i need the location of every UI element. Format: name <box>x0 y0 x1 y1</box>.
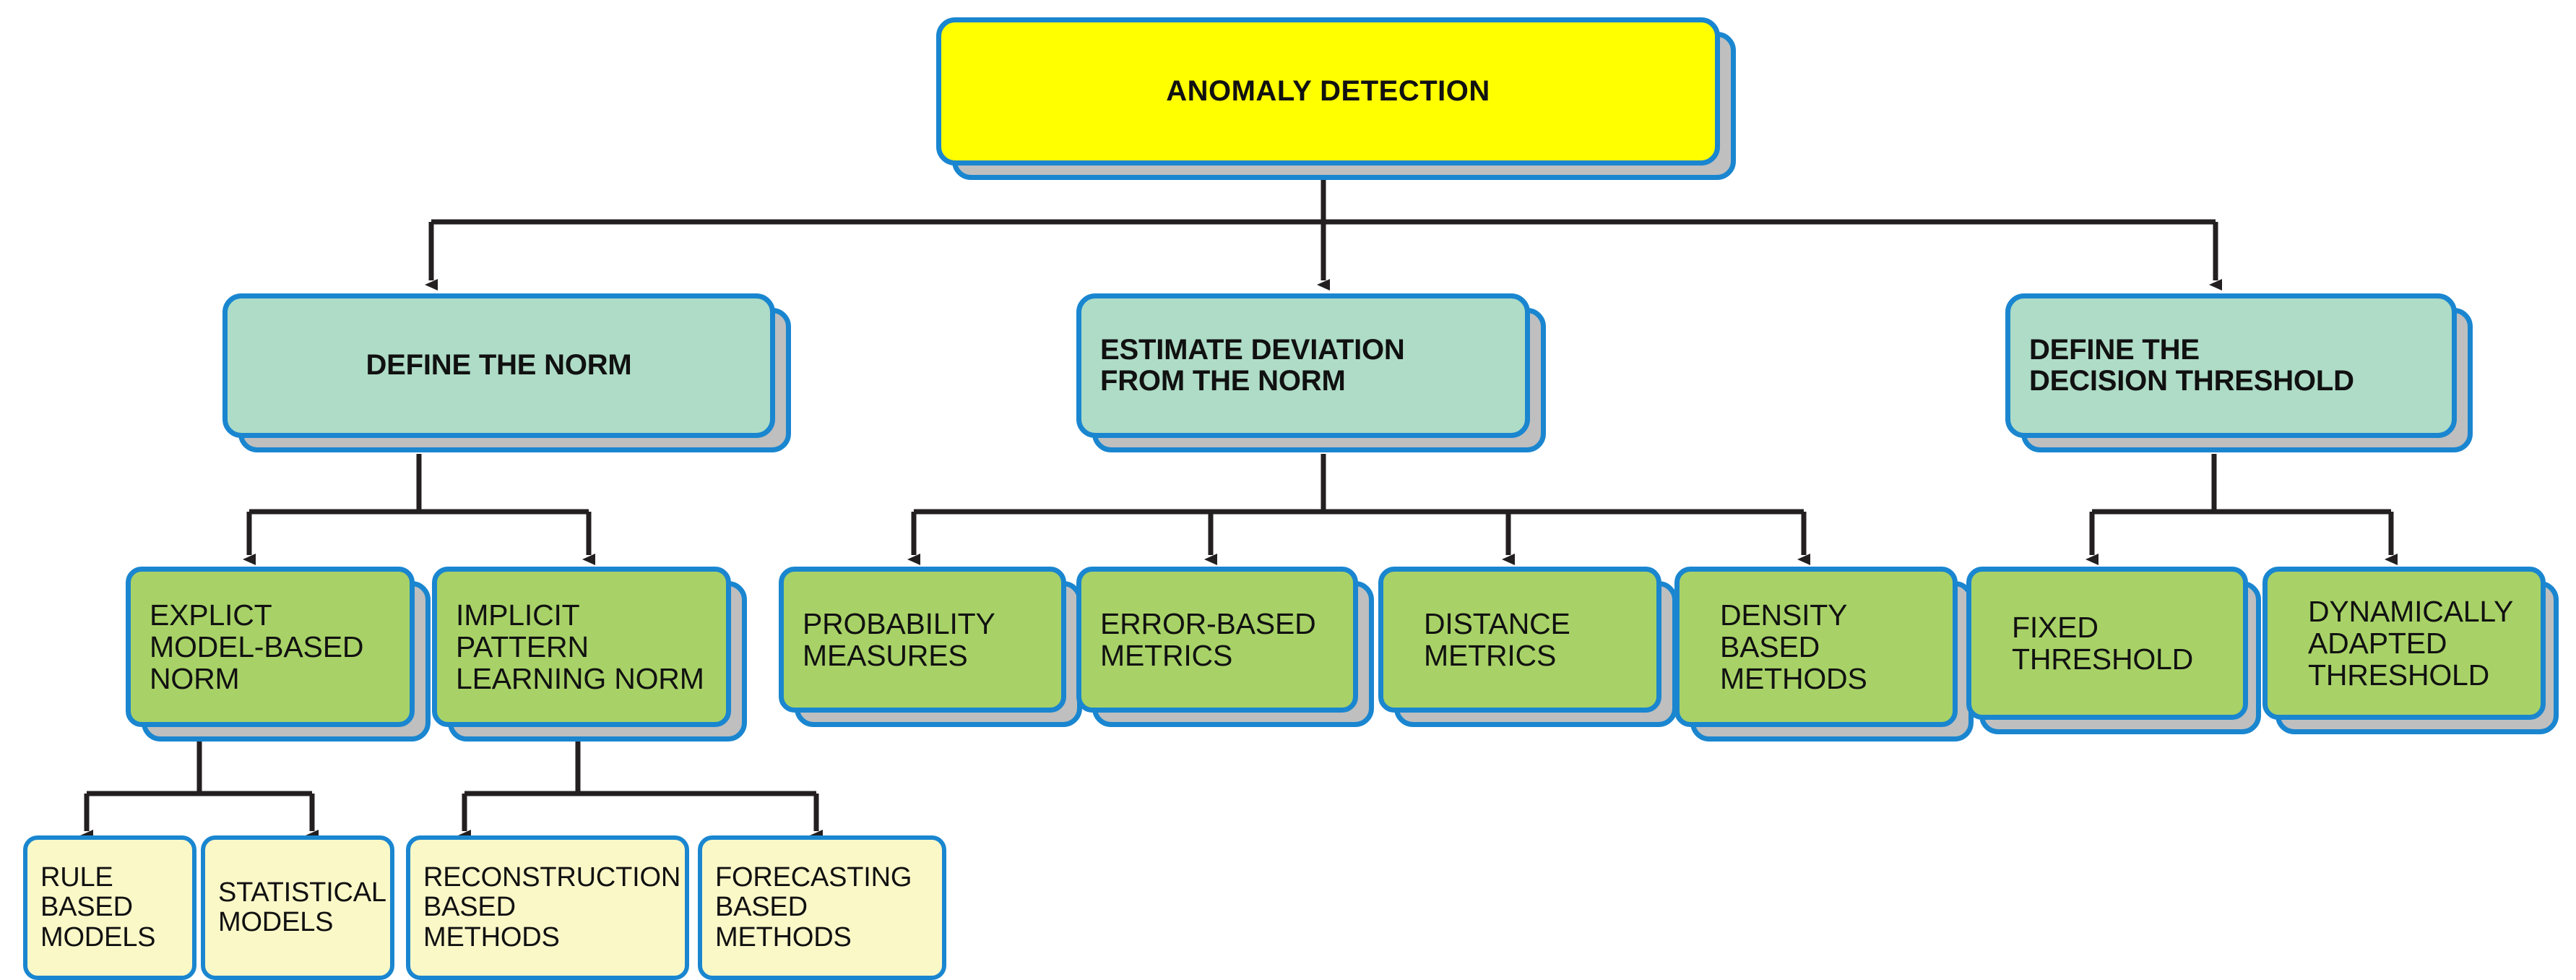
node-label: DISTANCE METRICS <box>1424 606 1570 672</box>
node-distance-metrics[interactable]: DISTANCE METRICS <box>1378 567 1661 713</box>
node-dynamically-adapted-threshold[interactable]: DYNAMICALLY ADAPTED THRESHOLD <box>2262 567 2546 720</box>
node-label: PROBABILITY MEASURES <box>803 606 995 672</box>
node-label: FIXED THRESHOLD <box>2012 610 2194 676</box>
node-label: ANOMALY DETECTION <box>1166 74 1490 107</box>
node-anomaly-detection[interactable]: ANOMALY DETECTION <box>936 17 1720 166</box>
node-estimate-deviation-from-the-norm[interactable]: ESTIMATE DEVIATION FROM THE NORM <box>1076 293 1530 438</box>
node-define-the-norm[interactable]: DEFINE THE NORM <box>222 293 775 438</box>
node-explicit-model-based-norm[interactable]: EXPLICT MODEL-BASED NORM <box>126 567 415 727</box>
node-fixed-threshold[interactable]: FIXED THRESHOLD <box>1966 567 2248 720</box>
node-label: DEFINE THE NORM <box>366 349 632 382</box>
node-label: FORECASTING BASED METHODS <box>715 862 912 953</box>
node-probability-measures[interactable]: PROBABILITY MEASURES <box>779 567 1066 713</box>
node-forecasting-based-methods[interactable]: FORECASTING BASED METHODS <box>698 835 946 980</box>
node-label: ESTIMATE DEVIATION FROM THE NORM <box>1100 333 1405 397</box>
node-label: DYNAMICALLY ADAPTED THRESHOLD <box>2308 594 2514 692</box>
node-label: DEFINE THE DECISION THRESHOLD <box>2029 333 2354 397</box>
node-define-the-decision-threshold[interactable]: DEFINE THE DECISION THRESHOLD <box>2005 293 2457 438</box>
node-label: EXPLICT MODEL-BASED NORM <box>150 598 364 696</box>
node-label: STATISTICAL MODELS <box>218 877 386 937</box>
node-label: DENSITY BASED METHODS <box>1720 598 1867 696</box>
node-label: IMPLICIT PATTERN LEARNING NORM <box>456 598 704 696</box>
node-reconstruction-based-methods[interactable]: RECONSTRUCTION BASED METHODS <box>406 835 689 980</box>
node-statistical-models[interactable]: STATISTICAL MODELS <box>201 835 394 980</box>
node-label: ERROR-BASED METRICS <box>1100 606 1316 672</box>
node-density-based-methods[interactable]: DENSITY BASED METHODS <box>1674 567 1958 727</box>
node-label: RULE BASED MODELS <box>40 862 156 953</box>
node-label: RECONSTRUCTION BASED METHODS <box>423 862 681 953</box>
node-rule-based-models[interactable]: RULE BASED MODELS <box>23 835 196 980</box>
node-implicit-pattern-learning-norm[interactable]: IMPLICIT PATTERN LEARNING NORM <box>432 567 731 727</box>
node-error-based-metrics[interactable]: ERROR-BASED METRICS <box>1076 567 1358 713</box>
